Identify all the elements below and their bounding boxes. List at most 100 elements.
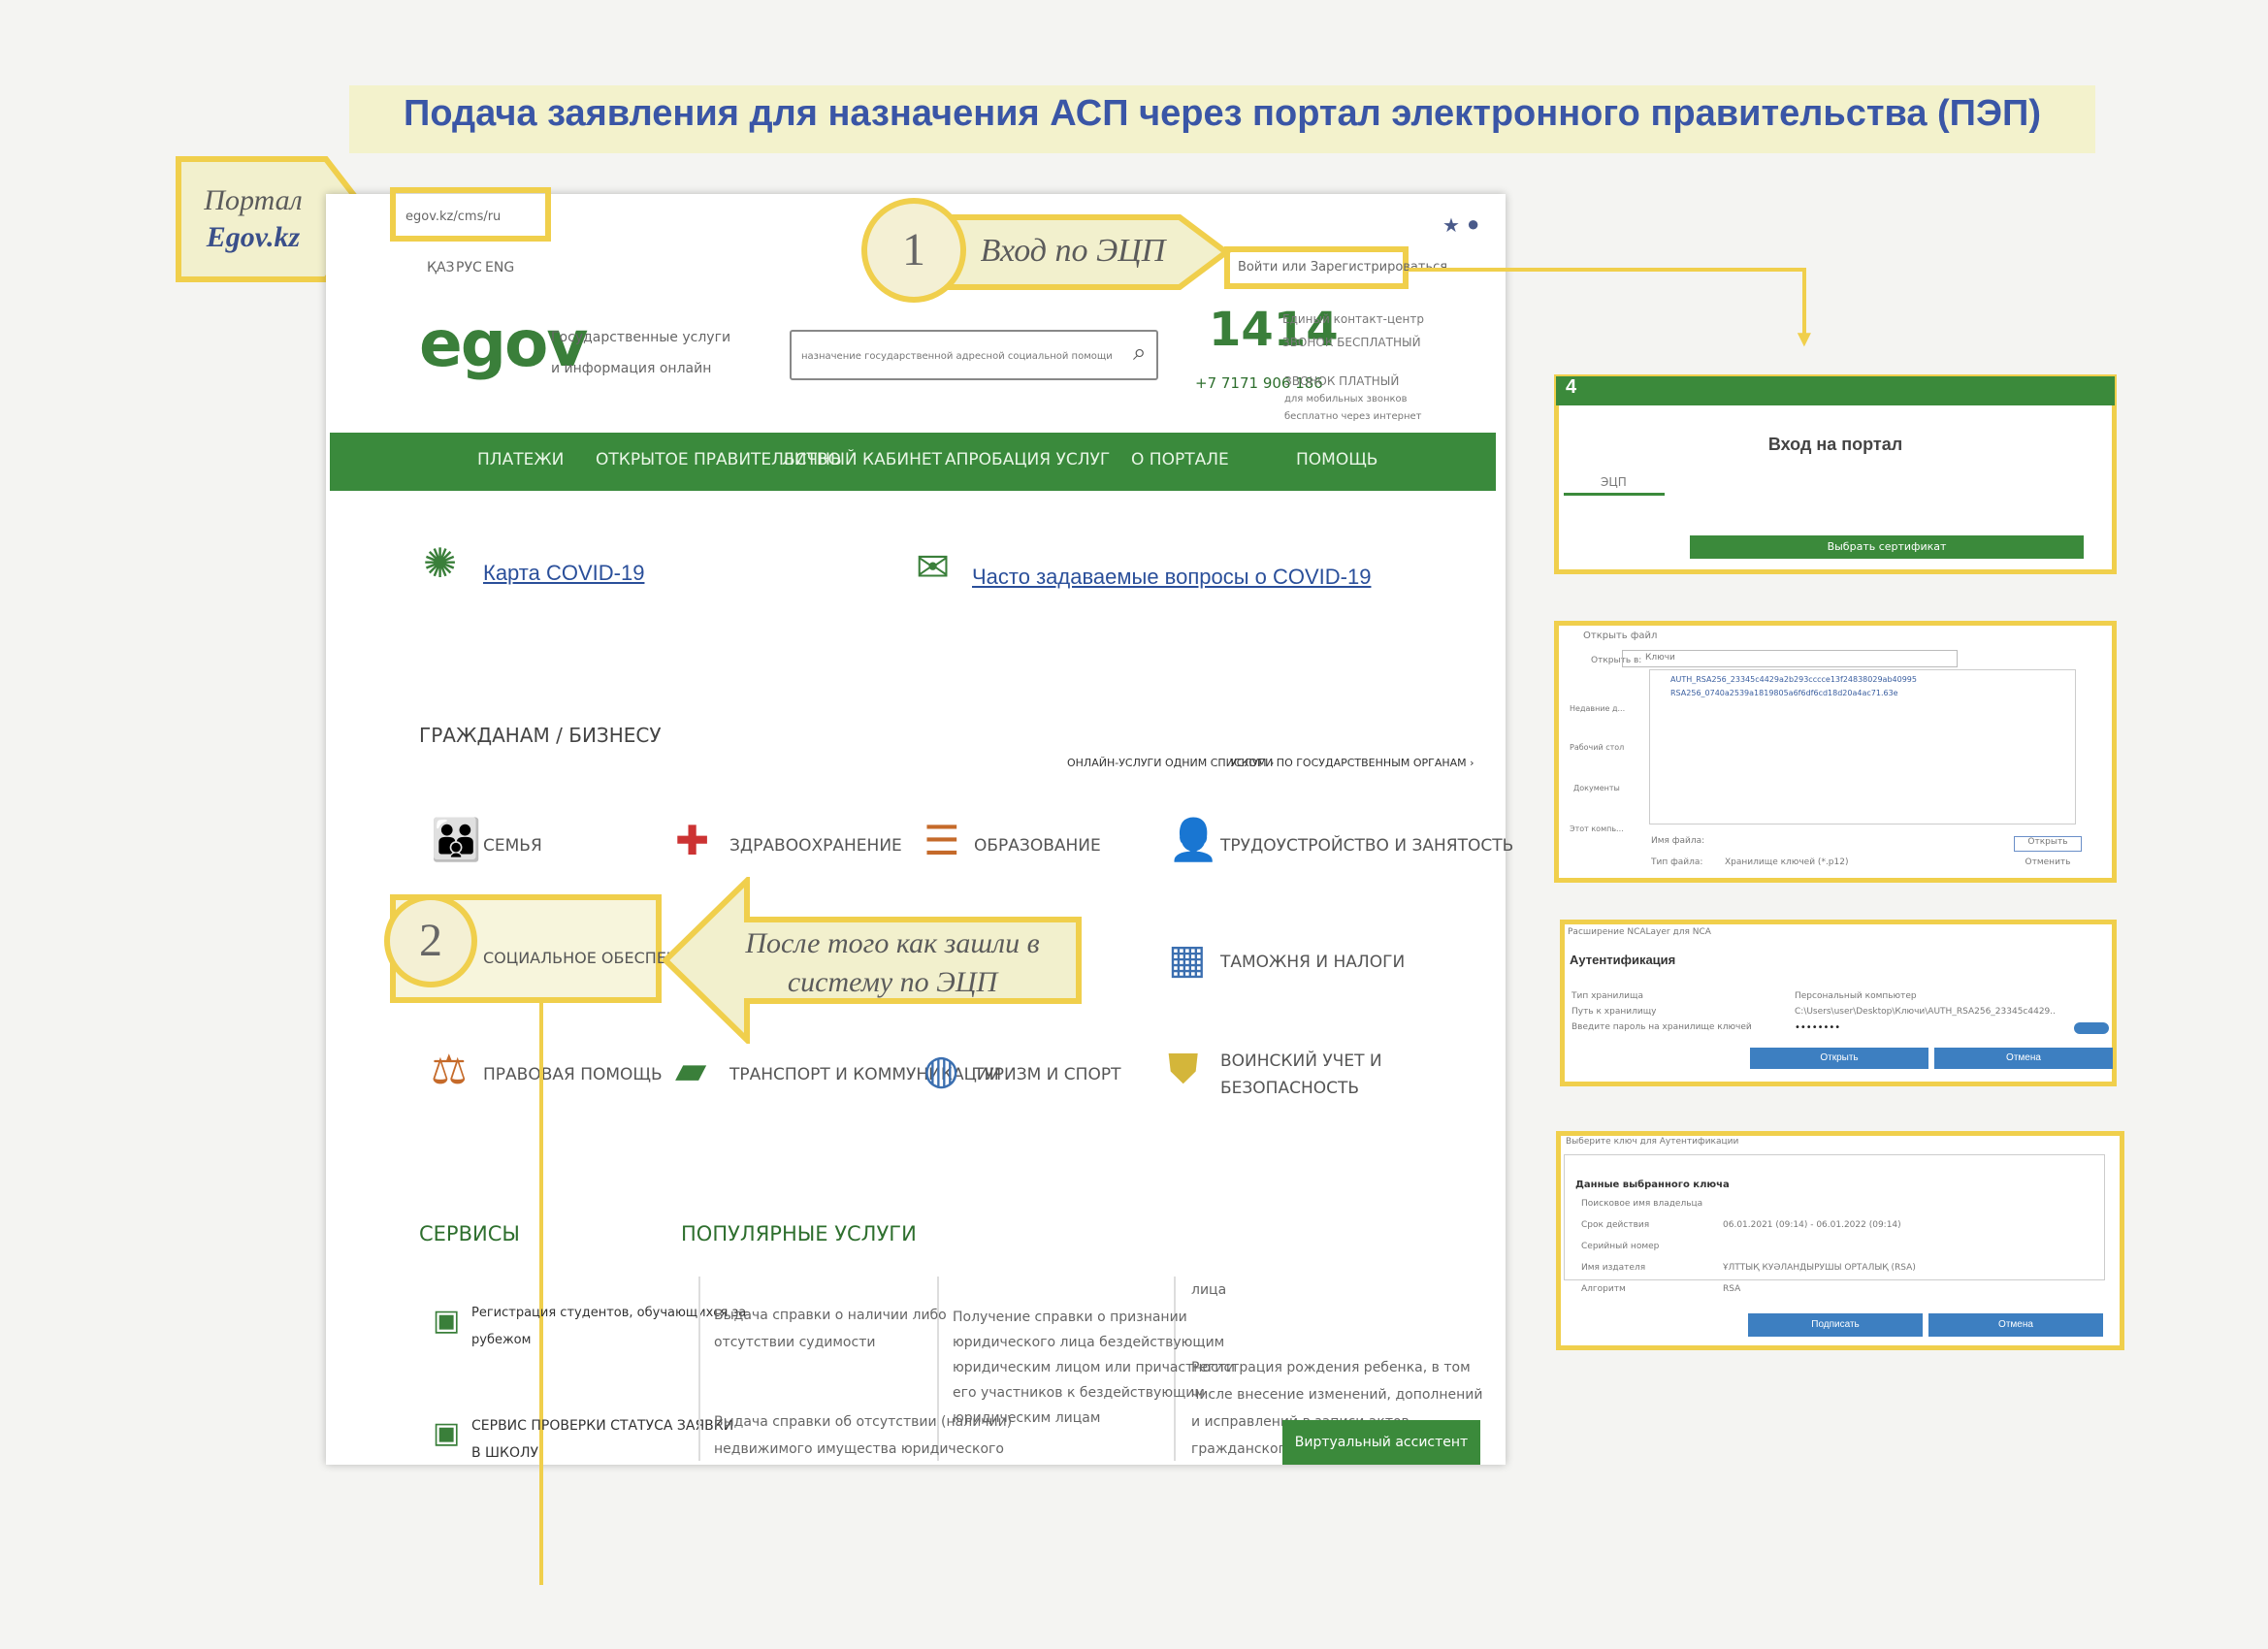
service-2-line1[interactable]: СЕРВИС ПРОВЕРКИ СТАТУСА ЗАЯВКИ [471,1418,734,1434]
category-social[interactable]: СОЦИАЛЬНОЕ ОБЕСПЕЧЕНИЕ [483,949,721,967]
lang-eng[interactable]: ENG [485,260,515,275]
step1-circle: 1 [861,198,966,303]
login-link[interactable]: Войти или Зарегистрироваться [1238,260,1448,275]
nav-payments[interactable]: ПЛАТЕЖИ [477,450,565,469]
key-data-box [1564,1154,2105,1280]
logo-sub2: и информация онлайн [551,361,712,376]
popular-3-line2[interactable]: юридического лица бездействующим [953,1335,1225,1350]
category-military-2[interactable]: БЕЗОПАСНОСТЬ [1220,1079,1360,1098]
place-documents[interactable]: Документы [1573,784,1620,792]
category-family[interactable]: СЕМЬЯ [483,836,542,856]
url-bar[interactable]: egov.kz/cms/ru [405,210,502,224]
profile-icon[interactable]: ● [1467,211,1480,236]
truck-icon: ▰ [675,1047,707,1092]
popular-3-line1[interactable]: Получение справки о признании [953,1310,1187,1325]
step2-note-line2: систему по ЭЦП [787,966,998,998]
lang-kaz[interactable]: ҚАЗ [427,260,455,275]
popular-4-line2[interactable]: числе внесение изменений, дополнений [1191,1387,1483,1403]
step2-circle: 2 [384,894,477,987]
popular-divider-3 [1174,1277,1176,1461]
tourism-icon: ◍ [923,1047,959,1092]
contact-sub1: Единый контакт-центр [1282,312,1424,326]
step2-connector [539,1003,543,1585]
login-panel-title: Вход на портал [1767,435,1903,454]
lang-rus[interactable]: РУС [456,260,482,275]
eye-icon[interactable] [2074,1022,2109,1034]
covid-faq-link[interactable]: Часто задаваемые вопросы о COVID-19 [972,565,1372,589]
key-value-4: ҰЛТТЫҚ КУӘЛАНДЫРУШЫ ОРТАЛЫҚ (RSA) [1723,1263,1916,1273]
nav-cabinet[interactable]: ЛИЧНЫЙ КАБИНЕТ [782,450,943,469]
auth-cancel-button[interactable]: Отмена [1934,1048,2113,1069]
covid-map-link[interactable]: Карта COVID-19 [483,561,645,585]
file-item-2[interactable]: RSA256_0740a2539a1819805a6f6df6cd18d20a4… [1670,689,1898,697]
popular-2-line1[interactable]: Выдача справки об отсутствии (наличии) [714,1414,1013,1430]
auth-value-1: Персональный компьютер [1795,991,1917,1001]
page-title: Подача заявления для назначения АСП чере… [404,93,2041,134]
search-icon[interactable]: ⌕ [1133,340,1147,366]
file-type-value[interactable]: Хранилище ключей (*.p12) [1725,857,1849,867]
popular-1-line2[interactable]: отсутствии судимости [714,1335,876,1350]
category-health[interactable]: ЗДРАВООХРАНЕНИЕ [729,836,902,856]
search-value: назначение государственной адресной соци… [801,351,1113,362]
virus-icon: ✺ [423,540,458,586]
file-dialog-panel [1554,621,2117,883]
popular-1-line1[interactable]: Выдача справки о наличии либо [714,1308,947,1323]
popular-2-line2[interactable]: недвижимого имущества юридического [714,1441,1004,1457]
health-icon: ✚ [675,818,710,863]
virtual-assistant-button[interactable]: Виртуальный ассистент [1282,1420,1480,1465]
category-customs[interactable]: ТАМОЖНЯ И НАЛОГИ [1220,953,1406,972]
category-employment[interactable]: ТРУДОУСТРОЙСТВО И ЗАНЯТОСТЬ [1220,836,1514,856]
key-value-2: 06.01.2021 (09:14) - 06.01.2022 (09:14) [1723,1220,1901,1230]
nav-about[interactable]: О ПОРТАЛЕ [1131,450,1229,469]
auth-value-2: C:\Users\user\Desktop\Ключи\AUTH_RSA256_… [1795,1007,2056,1017]
category-military-1[interactable]: ВОИНСКИЙ УЧЕТ И [1220,1051,1382,1071]
file-open-button[interactable]: Открыть [2014,836,2082,852]
online-list-link[interactable]: ОНЛАЙН-УСЛУГИ ОДНИМ СПИСКОМ › [1067,757,1275,769]
connector-arrow-icon: ▼ [1793,326,1816,352]
auth-open-button[interactable]: Открыть [1750,1048,1928,1069]
service-1-line2[interactable]: рубежом [471,1333,532,1347]
search-input[interactable] [790,330,1158,380]
file-dialog-title: Открыть файл [1583,630,1658,641]
select-certificate-button[interactable]: Выбрать сертификат [1690,535,2084,559]
phone-sub3: бесплатно через интернет [1284,411,1422,422]
security-icon: ⛊ [1168,1046,1199,1091]
popular-3-line3[interactable]: юридическим лицом или причастности [953,1360,1235,1375]
service-2-line2[interactable]: В ШКОЛУ [471,1445,539,1461]
login-tab-underline [1564,493,1665,496]
password-input[interactable]: •••••••• [1795,1022,1841,1033]
key-sign-button[interactable]: Подписать [1748,1313,1923,1337]
login-tab-ecp[interactable]: ЭЦП [1601,475,1627,489]
nav-approbation[interactable]: АПРОБАЦИЯ УСЛУГ [945,450,1111,469]
place-computer[interactable]: Этот компь... [1570,824,1624,833]
auth-label-1: Тип хранилища [1571,991,1643,1001]
category-transport[interactable]: ТРАНСПОРТ И КОММУНИКАЦИИ [729,1065,1002,1084]
category-education[interactable]: ОБРАЗОВАНИЕ [974,836,1101,856]
service-1-line1[interactable]: Регистрация студентов, обучающихся за [471,1306,747,1320]
popular-divider-2 [937,1277,939,1461]
file-cancel-button[interactable]: Отменить [2025,857,2071,867]
category-tourism[interactable]: ТУРИЗМ И СПОРТ [974,1065,1121,1084]
look-in-select[interactable] [1622,650,1958,667]
popular-4-line0[interactable]: лица [1191,1282,1227,1298]
nav-open-gov[interactable]: ОТКРЫТОЕ ПРАВИТЕЛЬСТВО [596,450,841,469]
nav-help[interactable]: ПОМОЩЬ [1296,450,1378,469]
place-recent[interactable]: Недавние д... [1570,704,1626,713]
popular-3-line4[interactable]: его участников к бездействующим [953,1385,1205,1401]
popular-4-line1[interactable]: Регистрация рождения ребенка, в том [1191,1360,1471,1375]
category-legal[interactable]: ПРАВОВАЯ ПОМОЩЬ [483,1065,663,1084]
file-list[interactable] [1649,669,2076,824]
education-icon: ☰ [923,818,960,863]
key-cancel-button[interactable]: Отмена [1928,1313,2103,1337]
popular-3-line5[interactable]: юридическим лицам [953,1410,1101,1426]
scales-icon: ⚖ [431,1047,468,1092]
file-item-1[interactable]: AUTH_RSA256_23345c4429a2b293cccce13f2483… [1670,675,1917,684]
phone-sub2: для мобильных звонков [1284,394,1408,404]
egov-logo[interactable]: egov [419,307,588,381]
auth-label-2: Путь к хранилищу [1571,1007,1657,1017]
contact-number: 1414 [1209,303,1339,357]
place-desktop[interactable]: Рабочий стол [1570,743,1625,752]
agencies-link[interactable]: УСЛУГИ ПО ГОСУДАРСТВЕННЫМ ОРГАНАМ › [1230,757,1474,769]
star-icon[interactable]: ★ [1442,215,1460,237]
key-label-2: Срок действия [1581,1220,1650,1230]
